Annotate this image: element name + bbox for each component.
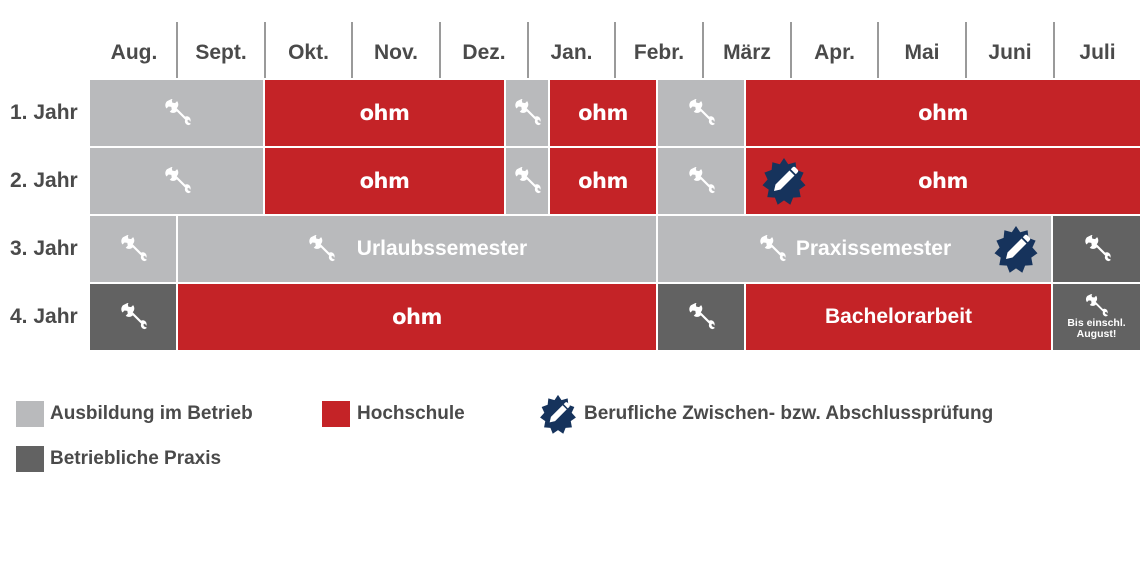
ohm-logo: ohm [392,305,442,329]
legend-swatch-hochschule [322,401,350,427]
segment-hochschule: ohm [550,148,658,214]
segment-ausbildung [658,80,746,146]
praxissemester-label: Praxissemester [795,237,952,260]
wrench-icon [307,235,335,263]
row-separator [0,146,1140,148]
ohm-logo: ohm [918,169,968,193]
wrench-icon [163,167,191,195]
month-label-okt: Okt. [288,41,329,64]
ohm-logo: ohm [359,169,410,193]
pencil-badge-icon [760,157,808,205]
wrench-icon [513,167,541,195]
month-label-juli: Juli [1079,41,1116,64]
month-label-maerz: März [723,41,771,64]
legend-swatch-praxis [16,446,44,472]
ohm-logo: ohm [359,101,410,125]
month-separator [351,22,353,78]
wrench-icon [687,167,715,195]
wrench-icon [687,99,715,127]
legend-swatch-ausbildung [16,401,44,427]
segment-bachelorarbeit: Bachelorarbeit [746,284,1053,350]
segment-ausbildung [506,80,550,146]
wrench-icon [513,99,541,127]
segment-ausbildung [90,216,178,282]
year-label-4: 4. Jahr [10,305,78,328]
wrench-icon [119,235,147,263]
note-line-2: August! [1076,328,1117,340]
segment-ausbildung [90,148,265,214]
segment-ausbildung [90,80,265,146]
wrench-icon [119,303,147,331]
segment-hochschule: ohm [265,80,506,146]
month-label-dez: Dez. [462,41,506,64]
month-separator [614,22,616,78]
year-label-3: 3. Jahr [10,237,78,260]
month-separator [877,22,879,78]
pencil-badge-icon [538,394,578,434]
legend-label-pruefung: Berufliche Zwischen- bzw. Abschlussprüfu… [584,403,994,424]
month-separator [264,22,266,78]
pencil-badge-icon [992,225,1040,273]
month-separator [176,22,178,78]
bachelorarbeit-label: Bachelorarbeit [824,305,973,328]
segment-ausbildung [658,148,746,214]
segment-hochschule: ohm [746,148,1140,214]
urlaubssemester-label: Urlaubssemester [356,237,528,260]
month-label-jan: Jan. [550,41,593,64]
month-label-juni: Juni [988,41,1032,64]
year-label-2: 2. Jahr [10,169,78,192]
year-label-1: 1. Jahr [10,101,78,124]
row-separator [0,214,1140,216]
month-separator [1053,22,1055,78]
month-label-nov: Nov. [374,41,418,64]
ohm-logo: ohm [918,101,968,125]
segment-hochschule: ohm [746,80,1140,146]
wrench-icon [163,99,191,127]
month-label-aug: Aug. [110,41,158,64]
month-label-apr: Apr. [814,41,855,64]
segment-betriebliche-praxis [658,284,746,350]
segment-betriebliche-praxis: Bis einschl. August! [1053,284,1140,350]
segment-betriebliche-praxis [1053,216,1140,282]
legend-label-praxis: Betriebliche Praxis [50,448,222,469]
month-label-sept: Sept. [195,41,247,64]
segment-praxissemester: Praxissemester [658,216,1053,282]
wrench-icon [758,235,786,263]
month-separator [790,22,792,78]
month-separator [702,22,704,78]
row-separator [0,282,1140,284]
note-line-1: Bis einschl. [1067,317,1126,329]
segment-betriebliche-praxis [90,284,178,350]
month-separator [965,22,967,78]
wrench-icon [1083,235,1111,263]
month-label-mai: Mai [904,41,940,64]
legend-label-hochschule: Hochschule [357,403,465,424]
month-separator [527,22,529,78]
wrench-icon [1084,294,1108,318]
wrench-icon [687,303,715,331]
legend-label-ausbildung: Ausbildung im Betrieb [50,403,253,424]
segment-urlaubssemester: Urlaubssemester [178,216,658,282]
month-separator [439,22,441,78]
segment-hochschule: ohm [265,148,506,214]
month-label-febr: Febr. [633,41,685,64]
ohm-logo: ohm [578,169,628,193]
segment-hochschule: ohm [178,284,658,350]
segment-hochschule: ohm [550,80,658,146]
ohm-logo: ohm [578,101,628,125]
segment-ausbildung [506,148,550,214]
